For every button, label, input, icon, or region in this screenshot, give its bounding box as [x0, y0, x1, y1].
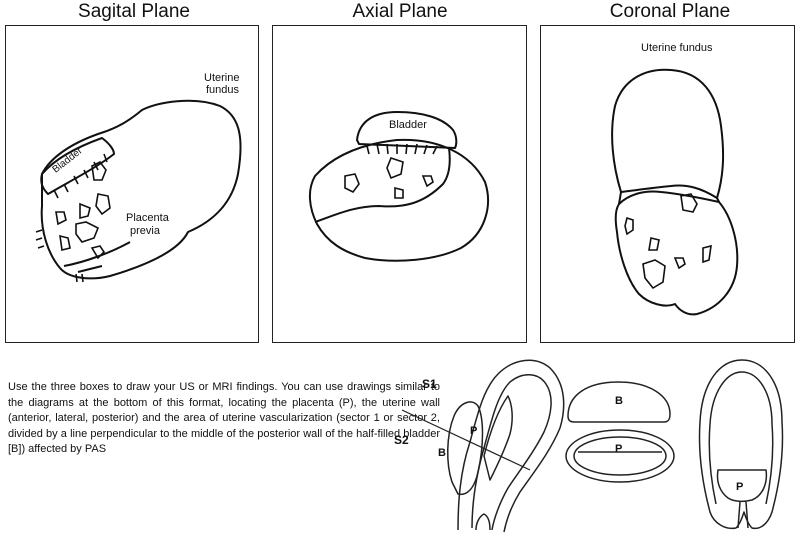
schematic-sagittal-uterus-outer	[457, 359, 565, 533]
schematic-coronal-uterus-outer	[698, 359, 784, 530]
sagittal-uterine-fundus-label-1: Uterine	[204, 72, 240, 84]
schematic-sector-divider	[401, 409, 531, 471]
schematic-axial-uterus-inner	[573, 436, 667, 476]
sagittal-drawing	[35, 99, 242, 283]
schematic-sagittal-uterus-inner	[471, 374, 552, 531]
instructions-text: Use the three boxes to draw your US or M…	[8, 381, 440, 455]
title-axial-plane: Axial Plane	[352, 1, 448, 22]
title-coronal-plane: Coronal Plane	[609, 1, 731, 22]
schematic-sagittal-label-b: B	[438, 447, 446, 459]
schematic-diagrams: S1 S2 B P B P P	[394, 359, 784, 533]
title-sagittal-plane: Sagital Plane	[78, 1, 190, 22]
schematic-sagittal-placenta	[483, 395, 513, 481]
coronal-panel: Uterine fundus	[540, 25, 795, 343]
schematic-coronal-uterus-inner	[708, 371, 774, 505]
coronal-uterine-fundus-label: Uterine fundus	[641, 42, 713, 54]
schematic-axial-label-p: P	[615, 443, 622, 455]
schematic-coronal-placenta	[716, 469, 768, 503]
sagittal-uterine-fundus-label-2: fundus	[206, 84, 240, 96]
schematic-axial-bladder	[567, 381, 671, 423]
axial-bladder-label: Bladder	[389, 119, 427, 131]
schematic-sagittal-bladder	[446, 401, 484, 496]
schematic-label-s2: S2	[394, 433, 409, 447]
schematic-coronal-label-p: P	[736, 481, 743, 493]
coronal-drawing	[611, 68, 739, 316]
schematic-axial-label-b: B	[615, 395, 623, 407]
sagittal-panel: Uterine fundus Bladder Placenta previa	[5, 25, 259, 343]
sagittal-placenta-label-1: Placenta	[126, 212, 169, 224]
axial-drawing	[309, 111, 489, 262]
schematic-axial-uterus-outer	[565, 429, 675, 483]
schematic-sagittal-label-p: P	[470, 425, 477, 437]
axial-panel: Bladder	[272, 25, 527, 343]
schematic-label-s1: S1	[422, 377, 437, 391]
sagittal-placenta-label-2: previa	[130, 225, 160, 237]
